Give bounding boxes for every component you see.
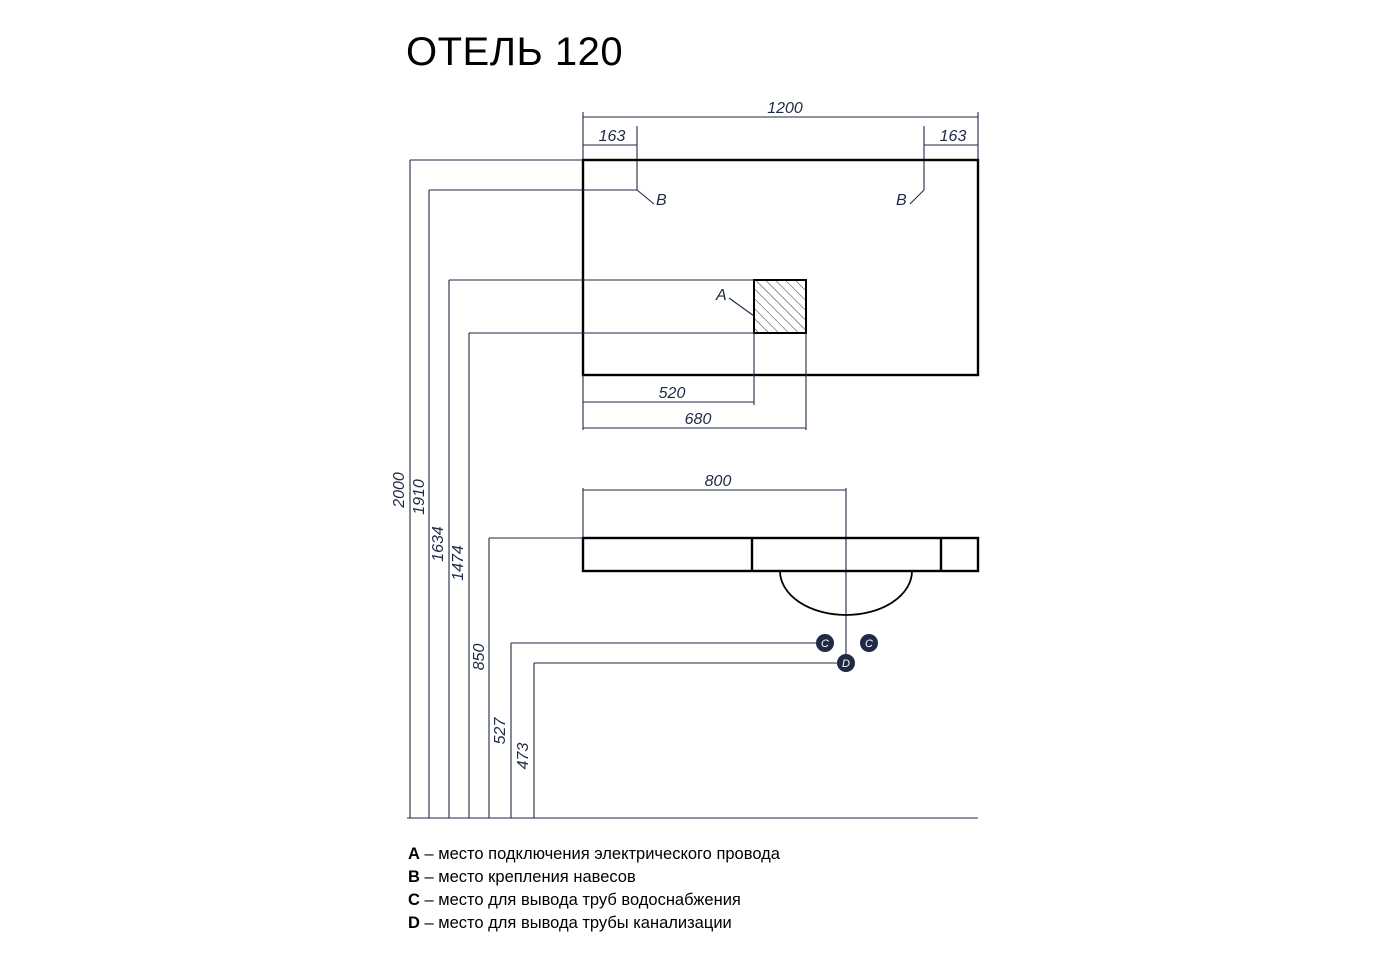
dim-label-1910: 1910 bbox=[411, 479, 428, 515]
leader-b-left bbox=[636, 189, 655, 205]
basin-outline bbox=[581, 536, 980, 573]
dim-label-800: 800 bbox=[705, 473, 732, 490]
marker-d: D bbox=[842, 658, 850, 670]
dim-label-2000: 2000 bbox=[391, 472, 408, 509]
dim-label-163-right: 163 bbox=[940, 128, 967, 145]
marker-c-right-dot bbox=[860, 634, 878, 652]
leader-a bbox=[728, 297, 755, 317]
legend-key-c: C bbox=[408, 891, 420, 909]
basin-bowl bbox=[779, 570, 913, 616]
legend: A – место подключения электрического про… bbox=[408, 843, 780, 935]
page-title: ОТЕЛЬ 120 bbox=[406, 30, 624, 74]
legend-item-b: B – место крепления навесов bbox=[408, 866, 780, 889]
dim-label-473: 473 bbox=[515, 743, 532, 770]
marker-a: A bbox=[715, 287, 727, 304]
marker-b-right: B bbox=[896, 192, 907, 209]
leader-b-right bbox=[909, 189, 925, 205]
legend-item-a: A – место подключения электрического про… bbox=[408, 843, 780, 866]
legend-item-c: C – место для вывода труб водоснабжения bbox=[408, 889, 780, 912]
legend-key-d: D bbox=[408, 914, 420, 932]
dim-label-1200: 1200 bbox=[767, 100, 803, 117]
legend-item-d: D – место для вывода трубы канализации bbox=[408, 912, 780, 935]
legend-key-b: B bbox=[408, 868, 420, 886]
dim-label-1474: 1474 bbox=[450, 545, 467, 581]
dim-label-850: 850 bbox=[471, 644, 488, 671]
electrical-box-a bbox=[753, 279, 807, 334]
dim-label-163-left: 163 bbox=[599, 128, 626, 145]
legend-text-a: – место подключения электрического прово… bbox=[419, 845, 780, 863]
marker-b-left: B bbox=[656, 192, 667, 209]
marker-c-right: C bbox=[865, 638, 873, 650]
marker-c-left: C bbox=[821, 638, 829, 650]
dim-label-1634: 1634 bbox=[430, 526, 447, 562]
legend-key-a: A bbox=[408, 845, 420, 863]
dim-label-527: 527 bbox=[492, 717, 509, 745]
legend-text-c: – место для вывода труб водоснабжения bbox=[419, 891, 741, 909]
legend-text-b: – место крепления навесов bbox=[419, 868, 636, 886]
dim-label-520: 520 bbox=[659, 385, 686, 402]
marker-d-dot bbox=[837, 654, 855, 672]
marker-c-left-dot bbox=[816, 634, 834, 652]
dim-label-680: 680 bbox=[685, 411, 712, 428]
cabinet-outline bbox=[581, 158, 980, 377]
legend-text-d: – место для вывода трубы канализации bbox=[419, 914, 732, 932]
